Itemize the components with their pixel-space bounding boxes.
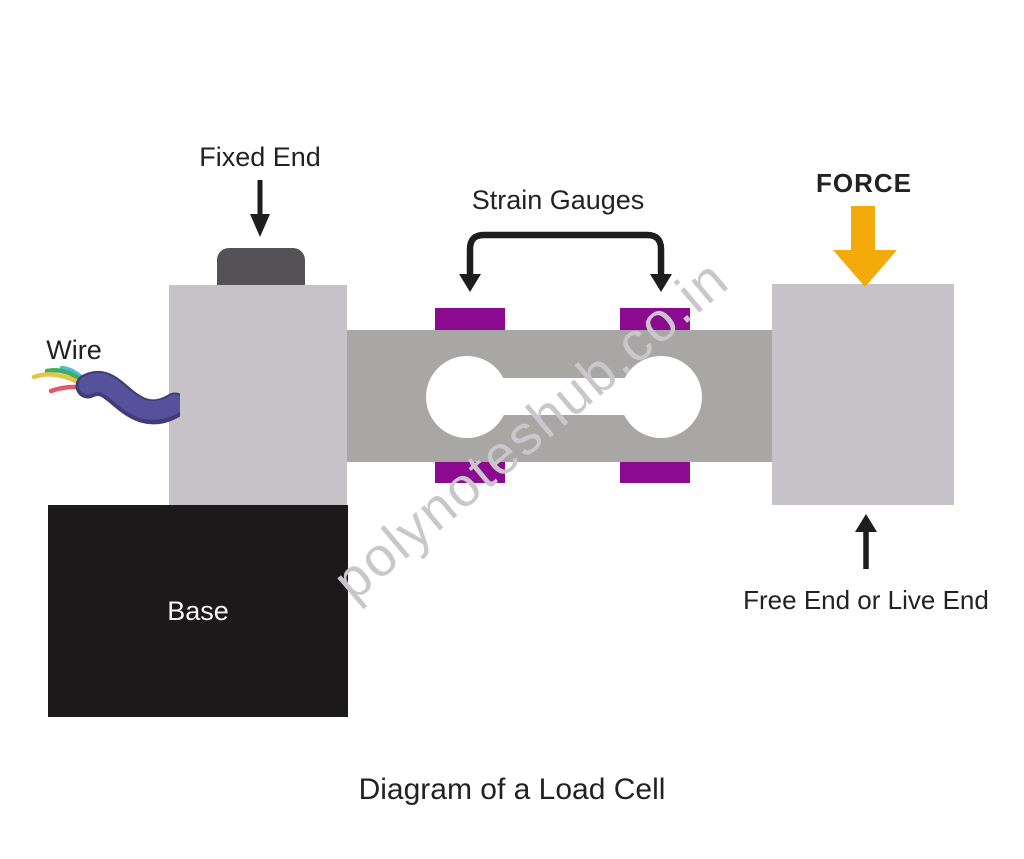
- fixed-end-arrow-down-icon: [250, 180, 270, 237]
- diagram-title: Diagram of a Load Cell: [358, 773, 666, 806]
- fixed-end-column: [169, 285, 347, 505]
- fixed-end-cap: [217, 248, 305, 286]
- free-end-block: [772, 284, 954, 505]
- base-block: Base: [48, 505, 348, 717]
- force-arrow-down-icon: [833, 206, 897, 287]
- strain-gauge-bottom-right: [620, 462, 690, 483]
- free-end-label: Free End or Live End: [743, 585, 989, 615]
- beam-cutout-bar: [467, 378, 661, 415]
- force-label: FORCE: [816, 168, 912, 198]
- strain-gauge-bottom-left: [435, 462, 505, 483]
- wire-cable-icon: [31, 365, 180, 425]
- strain-gauge-top-right: [620, 308, 690, 330]
- fixed-end-label: Fixed End: [199, 142, 321, 172]
- strain-gauges-bracket-arrows-icon: [459, 231, 672, 292]
- wire-label: Wire: [46, 335, 102, 365]
- free-end-arrow-up-icon: [855, 514, 877, 569]
- strain-gauge-top-left: [435, 308, 505, 330]
- strain-gauges-label: Strain Gauges: [471, 185, 645, 215]
- base-label: Base: [167, 595, 229, 626]
